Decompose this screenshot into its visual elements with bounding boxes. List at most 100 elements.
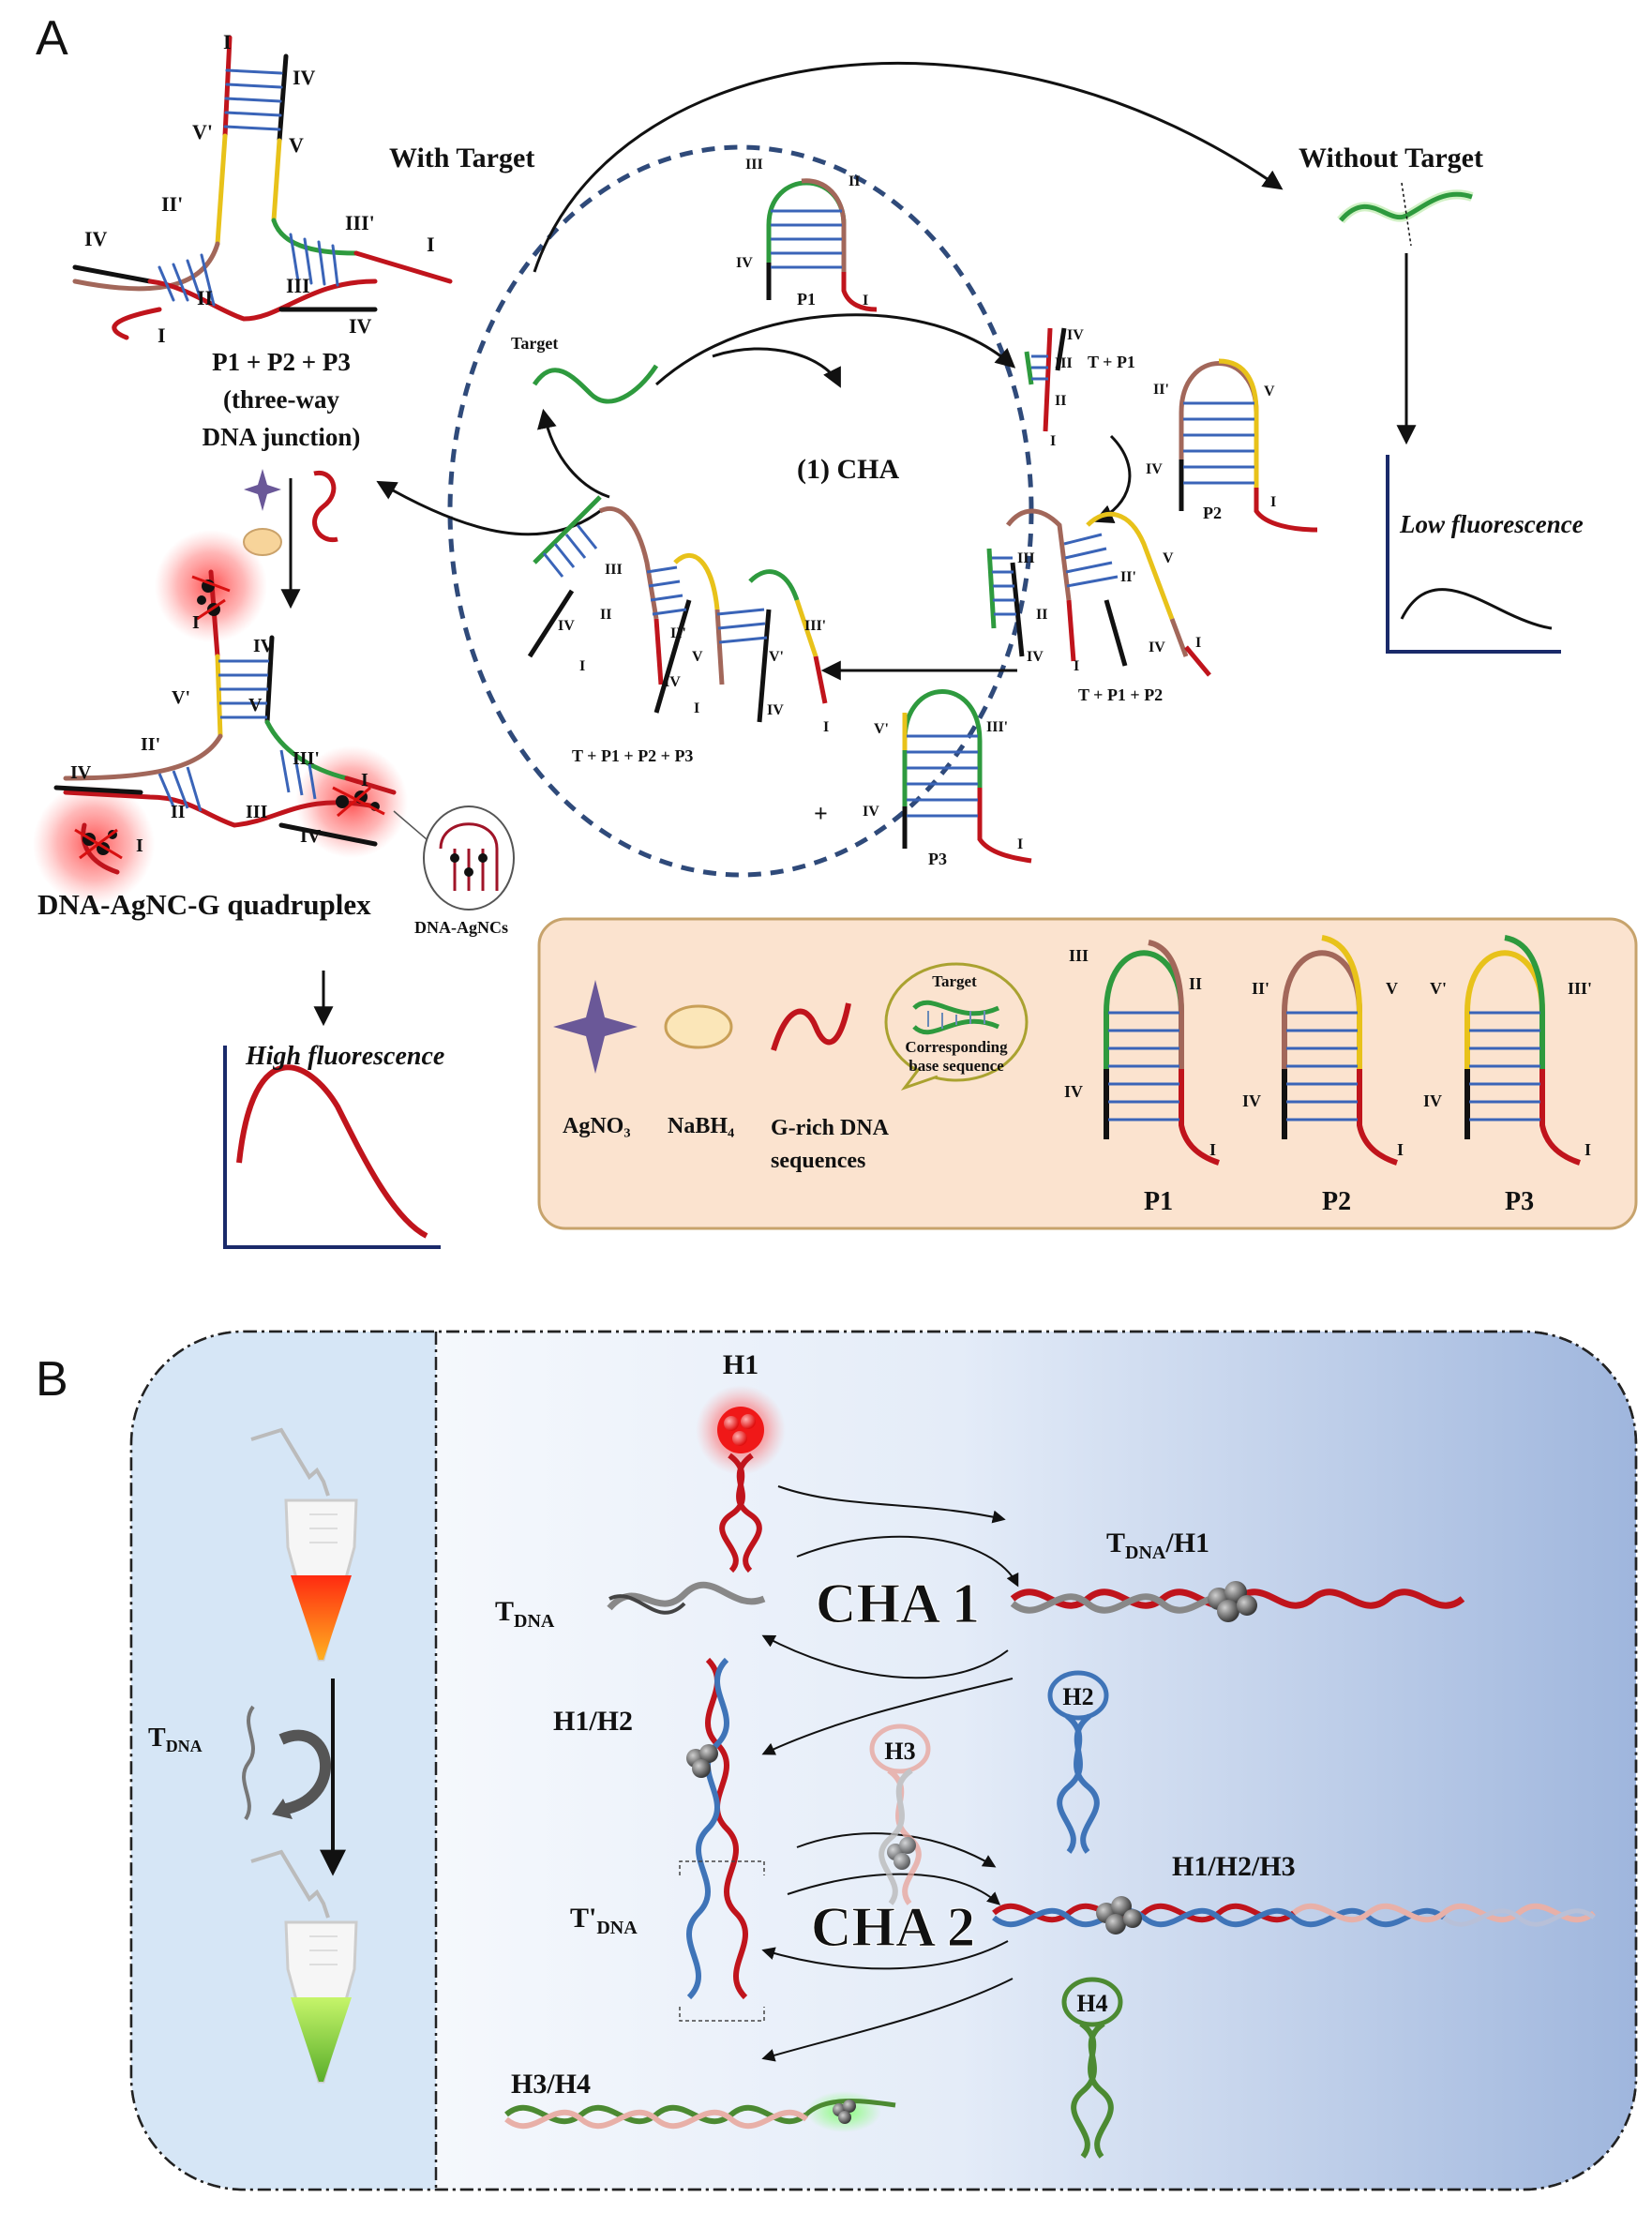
- svg-text:IV: IV: [1027, 649, 1044, 665]
- svg-text:Target: Target: [511, 334, 558, 353]
- tdna-label: TDNA: [495, 1596, 555, 1632]
- grich-label-2: sequences: [771, 1149, 865, 1173]
- svg-text:II: II: [171, 802, 186, 822]
- svg-text:III': III': [293, 748, 320, 769]
- without-target-label: Without Target: [1299, 143, 1483, 173]
- legend-p2-hairpin: II' V IV I P2: [1242, 935, 1404, 1216]
- svg-text:II': II': [1120, 569, 1136, 585]
- svg-text:IV: IV: [84, 227, 108, 250]
- svg-text:P3: P3: [1505, 1187, 1534, 1216]
- low-fluorescence-plot: Low fluorescence: [1386, 455, 1584, 654]
- svg-text:V: V: [1163, 550, 1174, 566]
- cha2-label: CHA 2: [811, 1896, 975, 1958]
- cycle-arrows: [376, 61, 1284, 681]
- legend-p3-hairpin: V' III' IV I P3: [1423, 935, 1592, 1216]
- recycle-arrow: [278, 1729, 332, 1815]
- svg-text:T + P1: T + P1: [1088, 353, 1135, 371]
- svg-text:II': II': [1153, 382, 1169, 398]
- svg-text:V: V: [1386, 979, 1398, 998]
- svg-text:IV: IV: [1242, 1091, 1261, 1110]
- h2-hairpin: H2: [1047, 1670, 1109, 1854]
- tdna-left-label: TDNA: [148, 1724, 203, 1755]
- agncs-inset: DNA-AgNCs: [393, 805, 515, 937]
- svg-text:II: II: [1055, 393, 1066, 409]
- svg-text:(three-way: (three-way: [223, 385, 339, 414]
- svg-text:II': II': [670, 625, 686, 641]
- svg-text:I: I: [361, 770, 368, 790]
- svg-text:IV: IV: [70, 762, 92, 783]
- svg-text:V': V': [874, 721, 889, 737]
- svg-text:IV: IV: [1149, 640, 1165, 655]
- svg-text:I: I: [1270, 494, 1276, 510]
- svg-text:IV: IV: [300, 826, 322, 847]
- svg-text:I: I: [136, 836, 143, 856]
- p2-hairpin-cycle: II' V IV I P2: [1146, 358, 1318, 533]
- svg-text:P1 + P2 + P3: P1 + P2 + P3: [212, 348, 351, 376]
- tdna-h1-label: TDNA/H1: [1106, 1528, 1209, 1563]
- svg-text:I: I: [1074, 658, 1079, 674]
- h3-hairpin: [869, 1724, 931, 1905]
- svg-text:III: III: [605, 562, 623, 578]
- glow-left: [33, 783, 155, 905]
- svg-text:I: I: [1050, 433, 1056, 449]
- svg-text:IV: IV: [736, 255, 753, 271]
- svg-text:T + P1 + P2: T + P1 + P2: [1078, 685, 1163, 704]
- quadruplex-label: DNA-AgNC-G quadruplex: [38, 888, 371, 921]
- tdna-strand: TDNA: [495, 1581, 766, 1632]
- svg-text:II': II': [1252, 979, 1269, 998]
- h1-hairpin: H1: [696, 1349, 786, 1573]
- agno3-label: AgNO₃: [563, 1114, 631, 1138]
- svg-text:II: II: [1036, 607, 1047, 623]
- svg-text:T + P1 + P2 + P3: T + P1 + P2 + P3: [572, 746, 693, 765]
- nabh4-label: NaBH₄: [668, 1114, 734, 1138]
- svg-text:I: I: [579, 658, 585, 674]
- svg-text:I: I: [158, 324, 166, 347]
- h1-h2-duplex: H1/H2 T'DNA: [553, 1657, 765, 2022]
- svg-text:I: I: [823, 719, 829, 735]
- h1-h2-h3-duplex: H1/H2/H3: [992, 1851, 1596, 1934]
- svg-text:III: III: [1069, 946, 1089, 965]
- t-p1-p2-complex: III II' V II IV I IV I T + P1 + P2: [986, 508, 1211, 704]
- svg-text:V: V: [289, 133, 304, 157]
- svg-text:III: III: [286, 274, 310, 297]
- junction-caption: P1 + P2 + P3 (three-way DNA junction): [203, 348, 361, 451]
- t-p1-p2-p3-complex: III II IV I II' V IV I V' III' IV I T + …: [527, 495, 829, 765]
- svg-text:II: II: [600, 607, 611, 623]
- panel-a-letter: A: [36, 11, 68, 66]
- svg-text:II': II': [141, 734, 160, 755]
- target-strand: Target: [511, 334, 659, 404]
- svg-text:I: I: [1397, 1140, 1404, 1159]
- svg-text:IV: IV: [1067, 327, 1084, 343]
- svg-text:II': II': [161, 192, 183, 216]
- cha1-label: CHA 1: [816, 1573, 980, 1634]
- p1-hairpin-cycle: III II IV I P1: [736, 157, 878, 312]
- svg-text:I: I: [694, 700, 699, 716]
- svg-text:V': V': [769, 649, 784, 665]
- svg-text:III: III: [745, 157, 763, 173]
- svg-text:IV: IV: [253, 636, 275, 656]
- svg-text:V': V': [192, 120, 213, 143]
- grich-label-1: G-rich DNA: [771, 1116, 890, 1140]
- bubble-title: Target: [932, 972, 977, 990]
- panel-b-background: [129, 1330, 1638, 2191]
- h3-label: H3: [884, 1738, 915, 1765]
- svg-text:IV: IV: [293, 66, 316, 89]
- svg-text:III': III': [1568, 979, 1592, 998]
- svg-text:P1: P1: [1144, 1187, 1173, 1216]
- three-way-junction-top: [72, 35, 453, 340]
- nabh4-icon: [664, 1004, 733, 1049]
- svg-text:IV: IV: [1146, 461, 1163, 477]
- no-target-strand: [1337, 182, 1474, 247]
- svg-text:IV: IV: [1423, 1091, 1442, 1110]
- svg-text:V': V': [1430, 979, 1447, 998]
- high-fluorescence-label: High fluorescence: [245, 1042, 444, 1071]
- cha-label: (1) CHA: [797, 454, 899, 485]
- svg-text:IV: IV: [349, 314, 372, 338]
- plus-sign: +: [814, 800, 828, 827]
- bubble-line2: base sequence: [909, 1057, 1004, 1075]
- svg-text:V: V: [1264, 384, 1275, 399]
- svg-text:IV: IV: [558, 618, 575, 634]
- svg-text:II: II: [1189, 974, 1202, 993]
- quadruplex-junction: [33, 530, 408, 905]
